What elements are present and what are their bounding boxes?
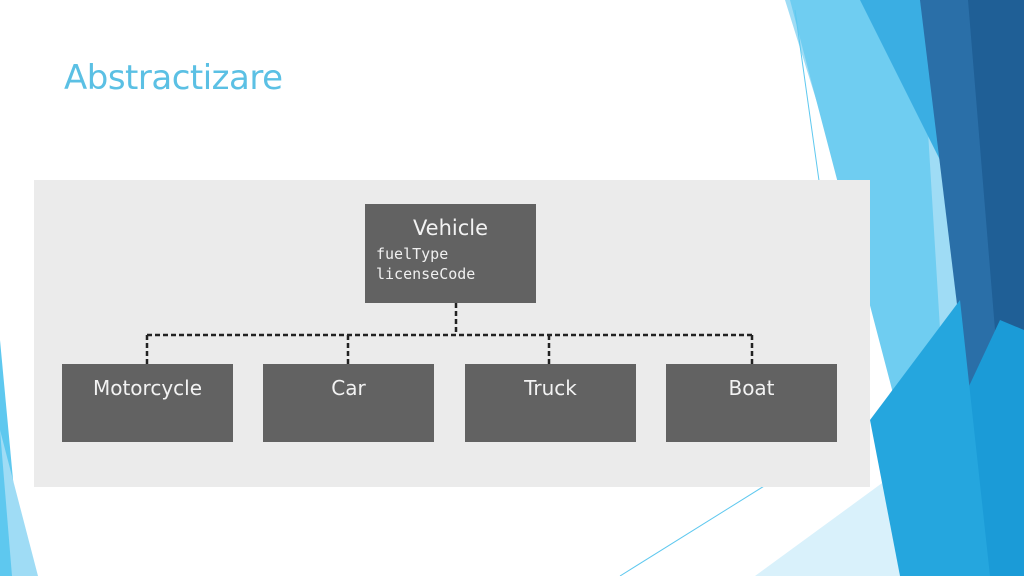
car-class-box: Car [263,364,434,442]
deco-shape [968,0,1024,380]
boat-class-name: Boat [728,376,775,400]
deco-shape [0,430,38,576]
attribute-fueltype: fuelType [376,245,449,263]
deco-shape [870,300,990,576]
motorcycle-class-box: Motorcycle [62,364,233,442]
truck-class-name: Truck [524,376,577,400]
attribute-licensecode: licenseCode [376,265,476,283]
vehicle-class-name: Vehicle [412,216,489,240]
diagram-connectors [145,303,754,364]
vehicle-class-box: Vehicle fuelType licenseCode [365,204,536,303]
boat-class-box: Boat [666,364,837,442]
car-class-name: Car [331,376,366,400]
slide-title: Abstractizare [64,58,283,98]
vehicle-attributes: fuelType licenseCode [376,244,536,284]
class-hierarchy-diagram: Vehicle fuelType licenseCode Motorcycle … [34,180,870,487]
motorcycle-class-name: Motorcycle [92,376,203,400]
truck-class-box: Truck [465,364,636,442]
